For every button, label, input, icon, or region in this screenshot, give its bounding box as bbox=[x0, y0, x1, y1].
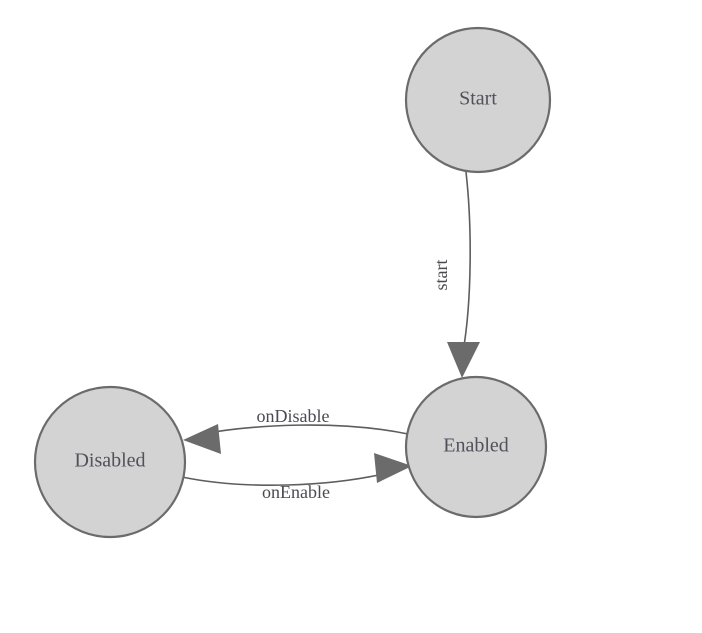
edge-path-start bbox=[462, 171, 471, 353]
edge-path-ondisable bbox=[195, 424, 409, 436]
state-label-enabled: Enabled bbox=[443, 435, 509, 457]
state-node-start[interactable]: Start bbox=[404, 26, 552, 174]
state-circle-start[interactable] bbox=[404, 26, 552, 174]
state-node-disabled[interactable]: Disabled bbox=[33, 385, 187, 539]
arrow-head-into-enabled-left bbox=[374, 453, 412, 483]
edge-enabled-to-disabled bbox=[183, 424, 409, 454]
edge-disabled-to-enabled bbox=[181, 453, 412, 486]
edge-label-onenable: onEnable bbox=[262, 482, 330, 502]
state-circle-disabled[interactable] bbox=[33, 385, 187, 539]
edge-label-ondisable: onDisable bbox=[257, 406, 330, 426]
edge-path-onenable bbox=[181, 471, 393, 486]
state-circle-enabled[interactable] bbox=[404, 375, 548, 519]
edge-label-start: start bbox=[431, 260, 451, 291]
arrow-head-into-enabled-top bbox=[447, 342, 480, 378]
state-label-start: Start bbox=[459, 88, 497, 110]
arrow-head-into-disabled bbox=[183, 424, 221, 454]
edge-start-to-enabled bbox=[447, 171, 480, 378]
state-node-enabled[interactable]: Enabled bbox=[404, 375, 548, 519]
state-label-disabled: Disabled bbox=[74, 450, 145, 472]
